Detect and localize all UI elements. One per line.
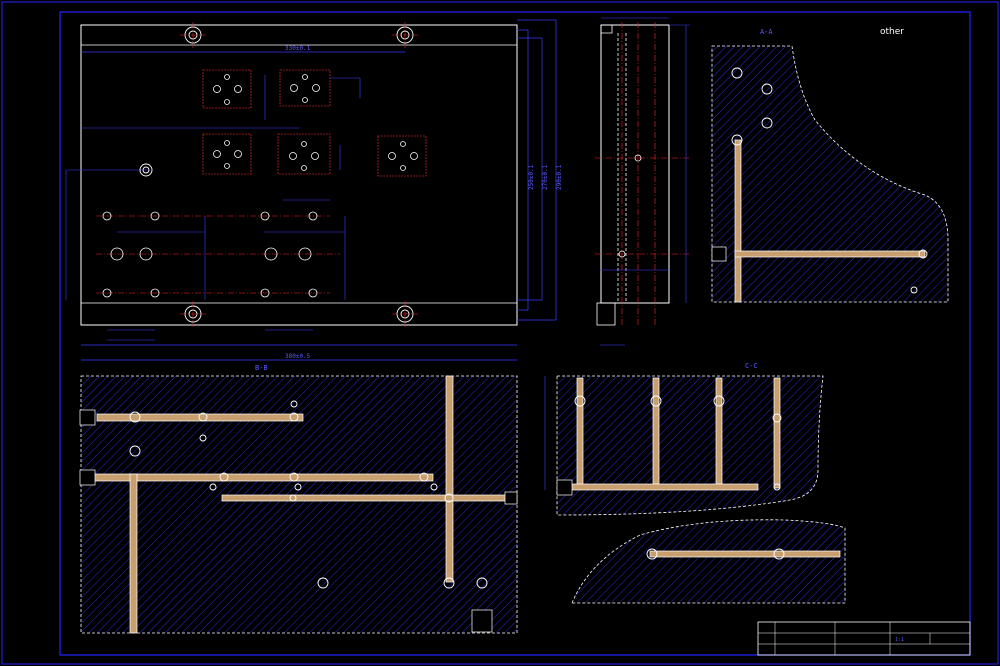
side-view — [595, 17, 690, 346]
title-block: 1:1 — [757, 621, 971, 656]
dim-height-b: 270±0.1 — [542, 164, 549, 190]
label-section-b: B-B — [255, 364, 268, 372]
label-section-c: C-C — [745, 362, 758, 370]
dim-top-inner: 330±0.1 — [285, 45, 311, 52]
dim-bottom-length: 380±0.5 — [285, 353, 311, 360]
dim-height-a: 250±0.1 — [528, 164, 535, 190]
label-section-a: A-A — [760, 28, 773, 36]
roughness-note: other — [880, 27, 904, 37]
section-c-view: C-C — [544, 362, 846, 604]
section-a-view: A-A other — [711, 27, 949, 303]
inner-frame — [59, 11, 971, 656]
dim-height-c: 290±0.1 — [556, 164, 563, 190]
plan-view: 250±0.1 270±0.1 290±0.1 380±0.5 330±0.1 — [65, 19, 563, 361]
section-b-view: B-B — [79, 364, 518, 634]
title-block-scale: 1:1 — [895, 637, 904, 643]
